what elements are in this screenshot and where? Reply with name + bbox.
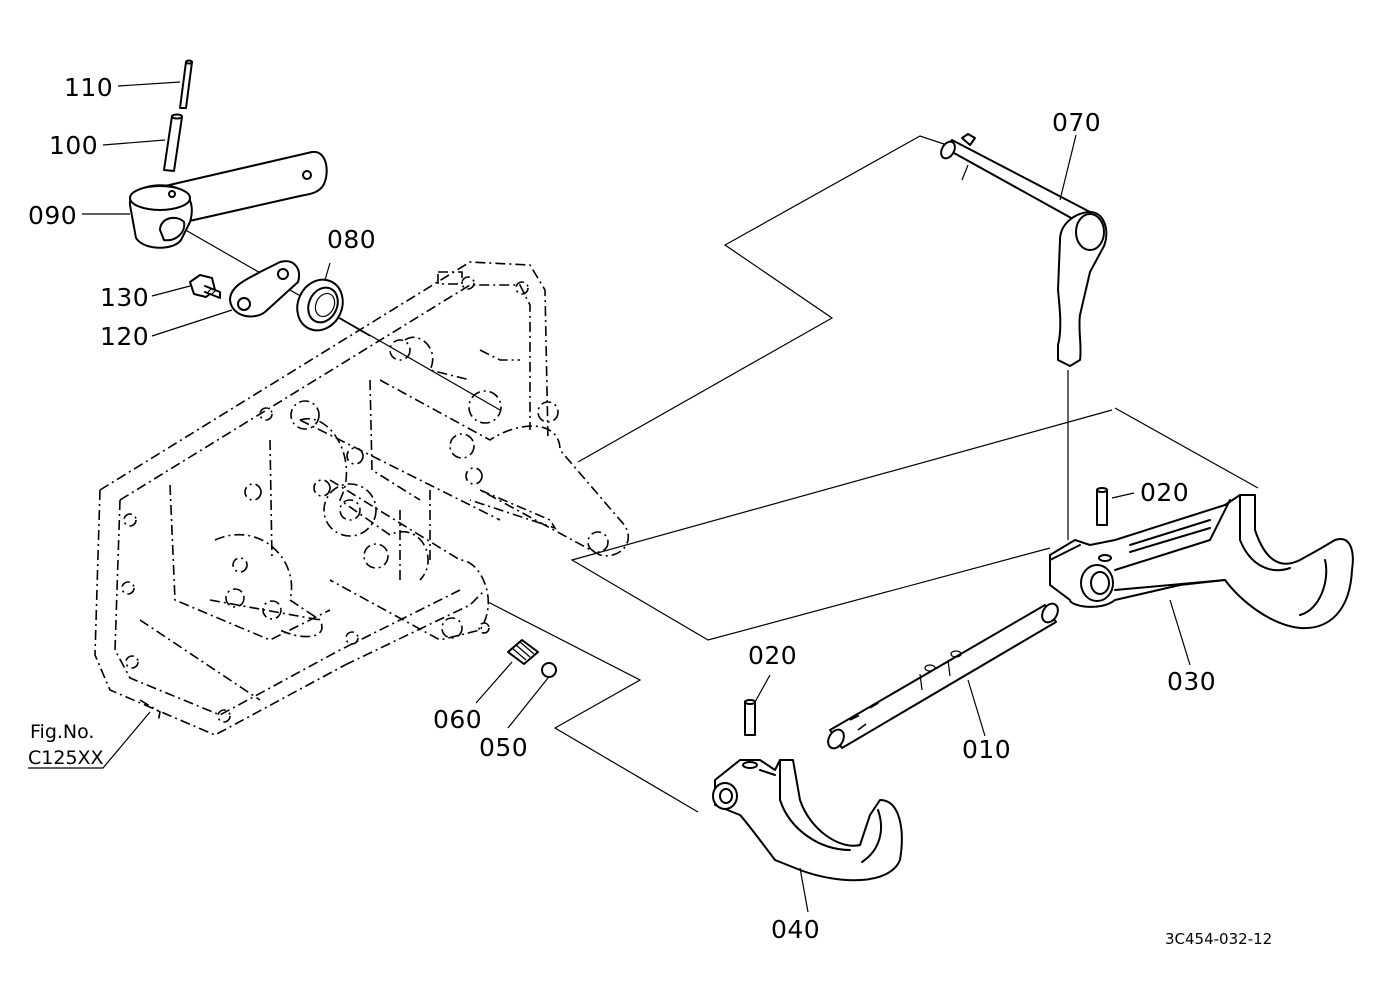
part-010-shift-rod[interactable]	[825, 601, 1061, 751]
part-130-bolt[interactable]	[189, 274, 221, 299]
part-080-oil-seal[interactable]	[289, 272, 351, 338]
gear-case-housing	[94, 261, 549, 736]
label-050: 050	[479, 733, 528, 762]
label-070: 070	[1052, 108, 1101, 137]
assembly-lines	[181, 135, 1259, 813]
label-060: 060	[433, 705, 482, 734]
label-040: 040	[771, 915, 820, 944]
label-090: 090	[28, 201, 77, 230]
label-110: 110	[64, 73, 113, 102]
label-100: 100	[49, 131, 98, 160]
part-120-lock-plate[interactable]	[229, 260, 300, 318]
part-100-spring-pin[interactable]	[163, 113, 183, 172]
part-030-shift-fork[interactable]	[1049, 494, 1354, 630]
internal-linkage	[214, 336, 629, 641]
figure-reference: Fig.No. C125XX	[28, 721, 104, 769]
figref-line1: Fig.No.	[30, 721, 94, 743]
part-labels: 110 100 090 080 130 120 070 020 030 060 …	[28, 73, 1216, 944]
part-090-shift-lever[interactable]	[128, 150, 328, 249]
leader-lines	[28, 81, 1191, 913]
part-110-spring-pin[interactable]	[179, 59, 193, 109]
label-120: 120	[100, 322, 149, 351]
label-030: 030	[1167, 667, 1216, 696]
label-010: 010	[962, 735, 1011, 764]
part-020-pin-upper[interactable]	[1096, 487, 1108, 526]
label-020-upper: 020	[1140, 478, 1189, 507]
drawing-code: 3C454-032-12	[1165, 930, 1272, 948]
part-060-spring[interactable]	[507, 639, 539, 665]
label-080: 080	[327, 225, 376, 254]
figref-line2: C125XX	[28, 747, 104, 769]
part-040-shift-fork[interactable]	[712, 759, 903, 882]
label-130: 130	[100, 283, 149, 312]
label-020-lower: 020	[748, 641, 797, 670]
part-050-steel-ball[interactable]	[541, 662, 557, 678]
part-020-pin-lower[interactable]	[744, 699, 756, 736]
part-070-shift-shaft[interactable]	[938, 133, 1108, 367]
